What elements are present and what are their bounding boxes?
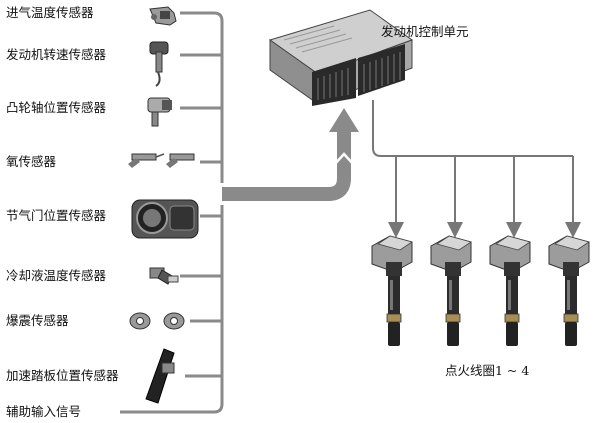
knock-sensor-icon <box>129 312 185 330</box>
feed-line-1 <box>180 11 224 183</box>
bus-to-ecu <box>222 130 351 201</box>
bus-arrow-head <box>329 108 359 132</box>
ignition-coil-icon <box>489 235 531 346</box>
ignition-coil-icon <box>371 235 413 346</box>
accelerator-pedal-sensor-icon <box>145 348 175 404</box>
oxygen-sensor-icon <box>128 153 195 168</box>
engine-speed-sensor-icon <box>149 41 169 87</box>
sensor-label-1: 进气温度传感器 <box>6 5 94 20</box>
coils-label: 点火线圈1 ~ 4 <box>445 363 530 378</box>
ecu-output-line <box>372 100 573 157</box>
sensor-label-8: 加速踏板位置传感器 <box>6 368 119 383</box>
sensor-label-7: 爆震传感器 <box>6 313 69 328</box>
intake-temp-sensor-icon <box>149 6 177 26</box>
camshaft-sensor-icon <box>147 97 172 127</box>
sensor-label-2: 发动机转速传感器 <box>6 47 107 62</box>
ignition-coil-icon <box>430 235 472 346</box>
ecu-label: 发动机控制单元 <box>381 24 469 39</box>
sensor-label-6: 冷却液温度传感器 <box>6 268 107 283</box>
ecu-module-icon <box>268 9 414 106</box>
throttle-sensor-icon <box>131 199 199 239</box>
ignition-coil-icon <box>548 235 590 346</box>
sensor-label-9: 辅助输入信号 <box>6 404 82 419</box>
coolant-temp-sensor-icon <box>149 267 179 285</box>
bus-arrow-chevron <box>333 152 355 166</box>
feed-line-9 <box>120 205 224 414</box>
sensor-label-3: 凸轮轴位置传感器 <box>6 100 107 115</box>
sensor-label-4: 氧传感器 <box>6 154 57 169</box>
sensor-label-5: 节气门位置传感器 <box>6 208 107 223</box>
